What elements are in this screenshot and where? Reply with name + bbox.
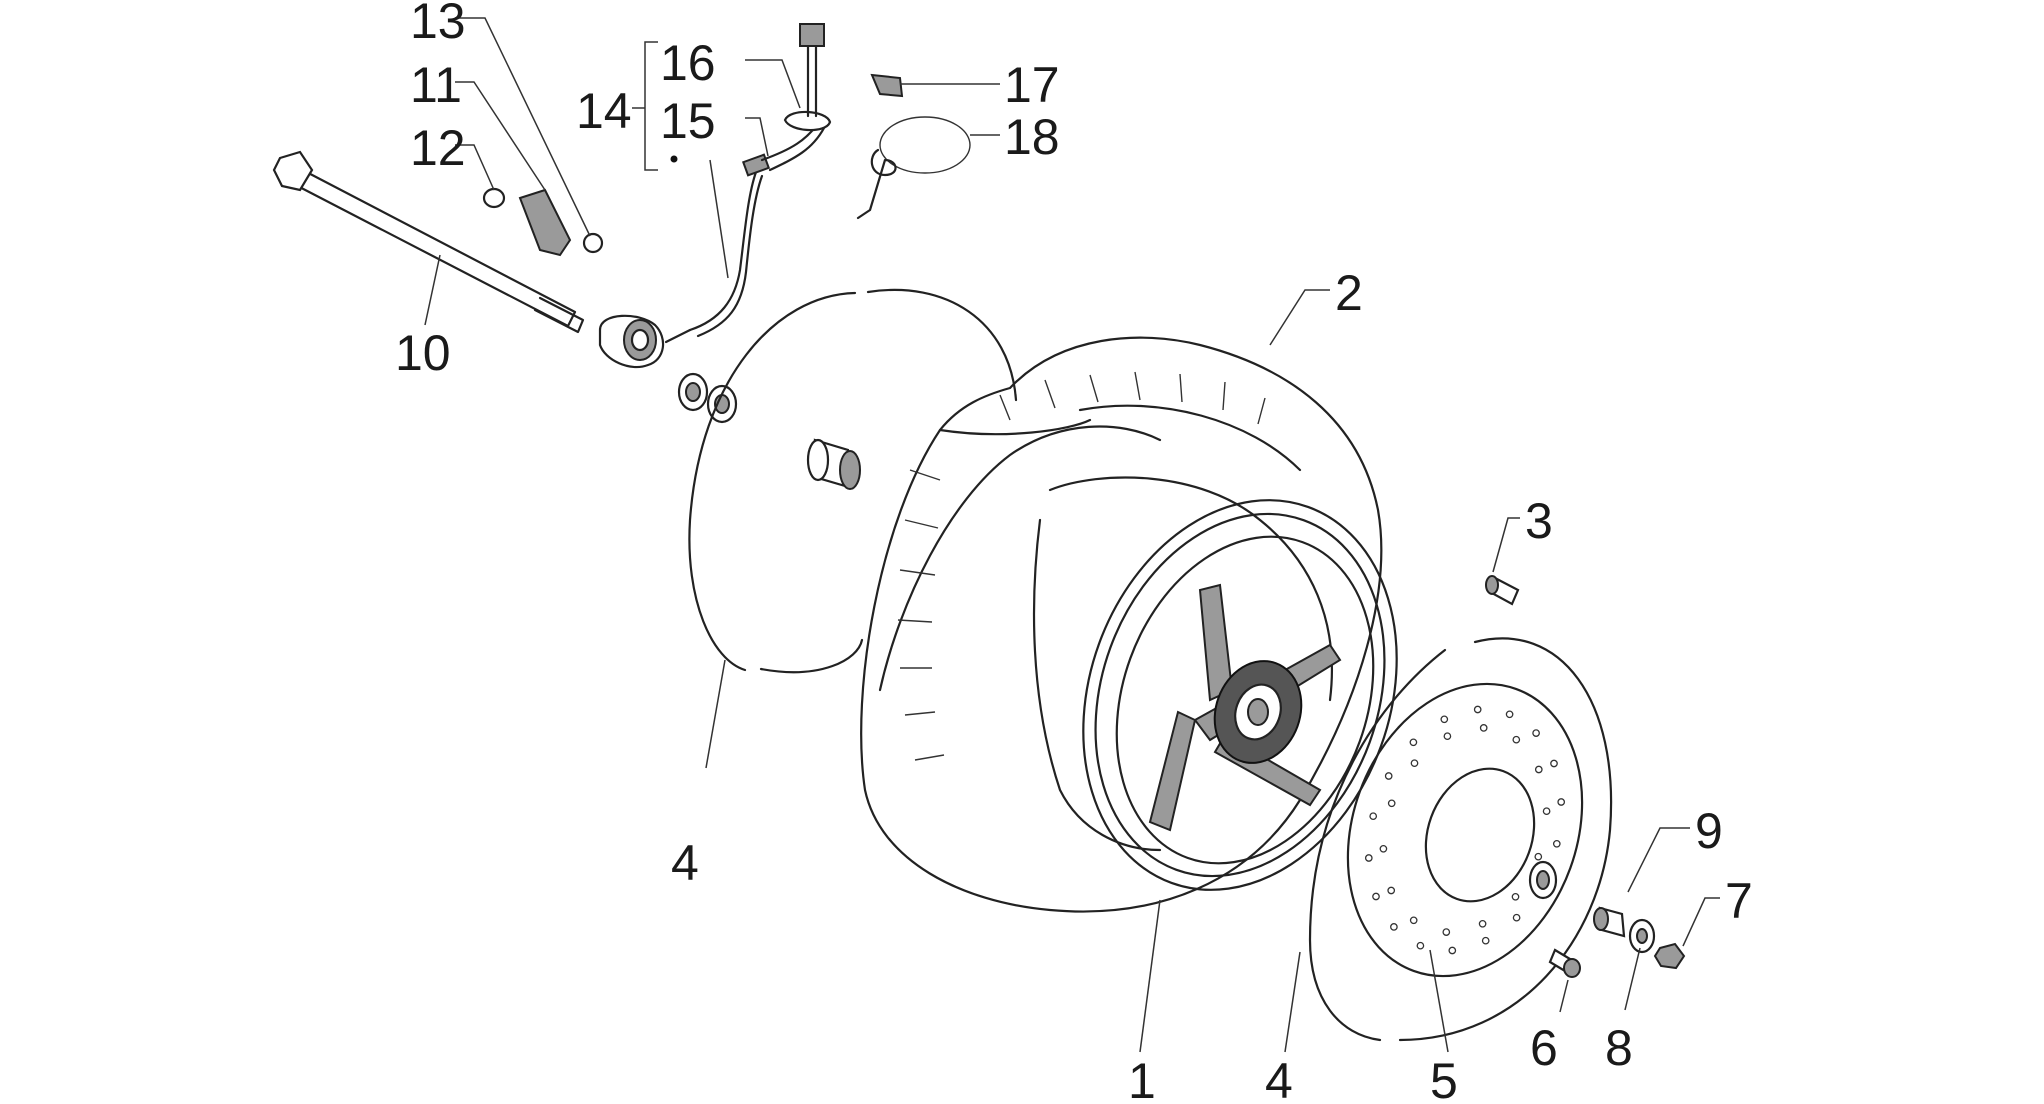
brake-disc bbox=[1346, 682, 1584, 978]
callout-labels: 13 11 12 10 16 14 15 17 18 2 3 4 9 7 6 8… bbox=[395, 0, 1753, 1104]
wheel-axle bbox=[272, 150, 585, 334]
callout-17: 17 bbox=[1004, 57, 1060, 113]
disc-hole bbox=[1443, 732, 1452, 741]
tire-bead-ring-left bbox=[688, 288, 1018, 674]
disc-hole bbox=[1478, 919, 1487, 928]
callout-15: 15 bbox=[660, 93, 716, 149]
disc-hole bbox=[1440, 715, 1449, 724]
connection-dot bbox=[670, 155, 678, 163]
cable-clip bbox=[870, 73, 904, 98]
disc-hole bbox=[1550, 759, 1558, 768]
disc-screw-6 bbox=[1548, 948, 1581, 978]
retaining-spring bbox=[856, 116, 971, 220]
callout-7: 7 bbox=[1725, 873, 1753, 929]
callout-6: 6 bbox=[1530, 1020, 1558, 1076]
disc-hole bbox=[1409, 738, 1418, 747]
callout-1: 1 bbox=[1128, 1053, 1156, 1099]
disc-hole bbox=[1542, 807, 1551, 816]
disc-hole bbox=[1552, 839, 1561, 848]
callout-10: 10 bbox=[395, 325, 451, 381]
disc-hole bbox=[1505, 710, 1514, 719]
disc-hole bbox=[1387, 799, 1396, 808]
callout-8: 8 bbox=[1605, 1020, 1633, 1076]
callout-13: 13 bbox=[410, 0, 466, 49]
wheel-rim bbox=[1082, 499, 1398, 891]
disc-hole bbox=[1410, 759, 1419, 768]
disc-hole bbox=[1512, 735, 1521, 744]
disc-screw-3 bbox=[1485, 575, 1520, 606]
disc-hole bbox=[1473, 705, 1482, 714]
leader-lines bbox=[424, 17, 1720, 1053]
callout-4-left: 4 bbox=[671, 835, 699, 891]
tire-bead-ring-right bbox=[1308, 637, 1613, 1042]
callout-14: 14 bbox=[576, 83, 632, 139]
callout-9: 9 bbox=[1695, 803, 1723, 859]
disc-hole bbox=[1534, 765, 1543, 774]
disc-hole bbox=[1481, 936, 1490, 945]
axle-washer bbox=[1628, 918, 1656, 954]
speedometer-drive bbox=[598, 23, 832, 369]
disc-hole bbox=[1479, 724, 1488, 732]
disc-hole bbox=[1369, 812, 1378, 821]
callout-16: 16 bbox=[660, 35, 716, 91]
disc-hole bbox=[1557, 798, 1566, 806]
callout-3: 3 bbox=[1525, 493, 1553, 549]
disc-hole bbox=[1364, 854, 1373, 862]
callout-12: 12 bbox=[410, 120, 466, 176]
disc-hole bbox=[1511, 892, 1520, 901]
disc-hole bbox=[1534, 852, 1543, 861]
callout-2: 2 bbox=[1335, 265, 1363, 321]
disc-hole bbox=[1384, 772, 1393, 780]
callout-5: 5 bbox=[1430, 1053, 1458, 1099]
disc-hole bbox=[1379, 844, 1388, 853]
axle-nut bbox=[1653, 942, 1686, 970]
speedometer-bracket bbox=[482, 187, 604, 257]
hub-spacer bbox=[1528, 860, 1626, 938]
disc-hole bbox=[1512, 913, 1521, 922]
disc-hole bbox=[1387, 886, 1396, 895]
disc-hole bbox=[1532, 729, 1540, 737]
brake-disc-holes bbox=[1364, 705, 1566, 955]
disc-hole bbox=[1416, 941, 1425, 950]
disc-hole bbox=[1372, 892, 1380, 901]
disc-hole bbox=[1448, 946, 1457, 955]
callout-4-right: 4 bbox=[1265, 1053, 1293, 1099]
callout-11: 11 bbox=[410, 57, 462, 113]
disc-hole bbox=[1409, 916, 1418, 925]
disc-hole bbox=[1442, 928, 1451, 936]
disc-hole bbox=[1390, 923, 1398, 931]
callout-18: 18 bbox=[1004, 109, 1060, 165]
